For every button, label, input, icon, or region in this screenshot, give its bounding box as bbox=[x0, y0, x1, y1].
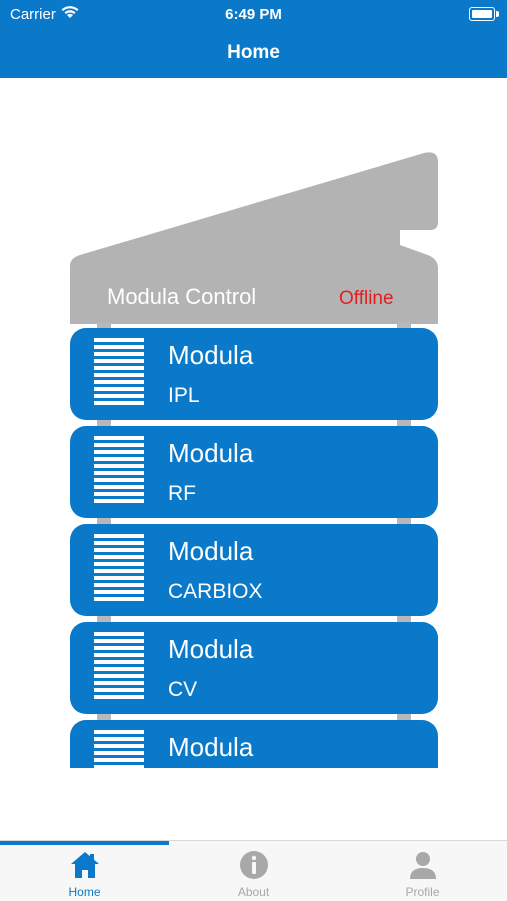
tab-about[interactable]: About bbox=[169, 841, 338, 901]
module-title: Modula bbox=[168, 536, 254, 566]
module-subtitle: IPL bbox=[168, 384, 200, 407]
module-title: Modula bbox=[168, 634, 254, 664]
carrier-label: Carrier bbox=[10, 6, 56, 23]
navigation-bar: Carrier 6:49 PM Home bbox=[0, 0, 507, 78]
module-title: Modula bbox=[168, 438, 254, 468]
vent-lines-icon bbox=[94, 436, 144, 506]
control-label: Modula Control bbox=[107, 284, 257, 309]
module-partial[interactable]: Modula bbox=[70, 720, 438, 768]
vent-lines-icon bbox=[94, 534, 144, 604]
page-title: Home bbox=[227, 42, 280, 63]
connector bbox=[97, 614, 111, 624]
tab-label: About bbox=[237, 885, 270, 899]
tab-label: Home bbox=[68, 885, 101, 899]
connector bbox=[397, 322, 411, 330]
control-unit-shape[interactable] bbox=[70, 150, 438, 324]
module-subtitle: CARBIOX bbox=[168, 580, 263, 603]
connector bbox=[397, 614, 411, 624]
profile-icon bbox=[410, 852, 436, 879]
tab-bar: Home About Profile bbox=[0, 840, 507, 901]
module-ipl[interactable]: Modula IPL bbox=[70, 328, 438, 420]
module-subtitle: RF bbox=[168, 482, 196, 505]
vent-lines-icon bbox=[94, 730, 144, 768]
active-tab-indicator bbox=[0, 841, 169, 845]
info-icon bbox=[240, 851, 268, 879]
connector bbox=[97, 712, 111, 722]
module-rf[interactable]: Modula RF bbox=[70, 426, 438, 518]
module-carbiox[interactable]: Modula CARBIOX bbox=[70, 524, 438, 616]
vent-lines-icon bbox=[94, 632, 144, 702]
connector bbox=[97, 322, 111, 330]
connector bbox=[397, 418, 411, 428]
status-time: 6:49 PM bbox=[225, 6, 282, 23]
module-title: Modula bbox=[168, 732, 254, 762]
module-subtitle: CV bbox=[168, 678, 198, 701]
vent-lines-icon bbox=[94, 338, 144, 408]
home-icon bbox=[71, 852, 99, 878]
wifi-icon bbox=[61, 6, 79, 18]
module-title: Modula bbox=[168, 340, 254, 370]
tab-profile[interactable]: Profile bbox=[338, 841, 507, 901]
tab-home[interactable]: Home bbox=[0, 841, 169, 901]
connector bbox=[97, 418, 111, 428]
battery-icon bbox=[469, 7, 499, 21]
connector bbox=[97, 516, 111, 526]
connector bbox=[397, 712, 411, 722]
module-cv[interactable]: Modula CV bbox=[70, 622, 438, 714]
connection-status: Offline bbox=[339, 288, 394, 309]
tab-label: Profile bbox=[405, 885, 440, 899]
status-bar: Carrier 6:49 PM bbox=[0, 0, 507, 28]
connector bbox=[397, 516, 411, 526]
